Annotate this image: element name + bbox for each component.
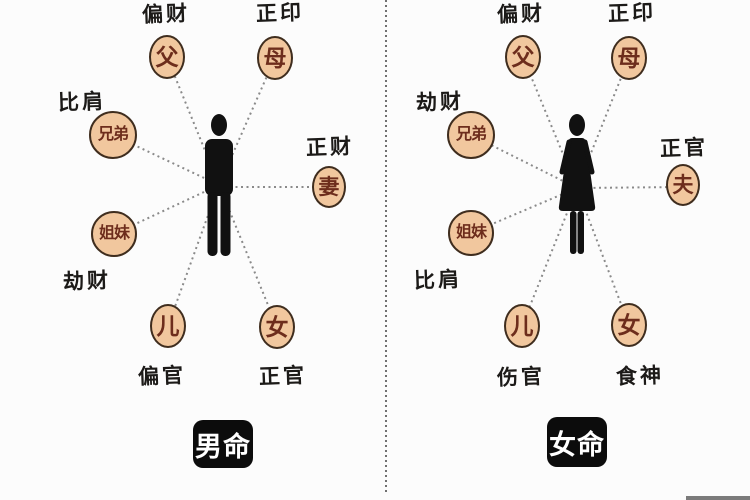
relation-node-brothers-male: 兄弟 [89, 111, 137, 159]
star-label-pian-cai-female: 偏财 [496, 1, 546, 27]
relation-node-father-male: 父 [149, 35, 185, 79]
star-label-bi-jian-female: 比肩 [413, 267, 463, 293]
female-figure-icon [553, 114, 601, 261]
relation-node-son-male: 儿 [150, 304, 186, 348]
male-figure-icon [201, 114, 237, 263]
relation-node-brothers-female: 兄弟 [447, 111, 495, 159]
relation-node-son-female: 儿 [504, 304, 540, 348]
relation-node-sisters-female: 姐妹 [448, 210, 494, 256]
star-label-shi-shen-female: 食神 [615, 363, 665, 389]
star-label-zheng-cai-male: 正财 [305, 134, 355, 160]
relation-node-husband-female: 夫 [666, 164, 700, 206]
relation-node-wife-male: 妻 [312, 166, 346, 208]
relation-node-sisters-male: 姐妹 [91, 211, 137, 257]
relation-node-daughter-male: 女 [259, 305, 295, 349]
star-label-zheng-guan-female: 正官 [659, 135, 709, 161]
star-label-pian-guan-male: 偏官 [137, 363, 187, 389]
relation-node-father-female: 父 [505, 35, 541, 79]
star-label-zheng-guan-male: 正官 [258, 363, 308, 389]
star-label-jie-cai-male: 劫财 [62, 268, 112, 294]
star-label-zheng-yin-female: 正印 [607, 0, 657, 26]
male-chart-badge: 男命 [193, 420, 253, 468]
female-chart-badge: 女命 [547, 417, 607, 467]
star-label-zheng-yin-male: 正印 [255, 0, 305, 26]
relation-node-mother-female: 母 [611, 36, 647, 80]
relation-node-mother-male: 母 [257, 36, 293, 80]
star-label-pian-cai-male: 偏财 [141, 1, 191, 27]
relation-node-daughter-female: 女 [611, 303, 647, 347]
scrollbar-fragment[interactable] [686, 496, 750, 500]
star-label-shang-guan-female: 伤官 [496, 364, 546, 390]
